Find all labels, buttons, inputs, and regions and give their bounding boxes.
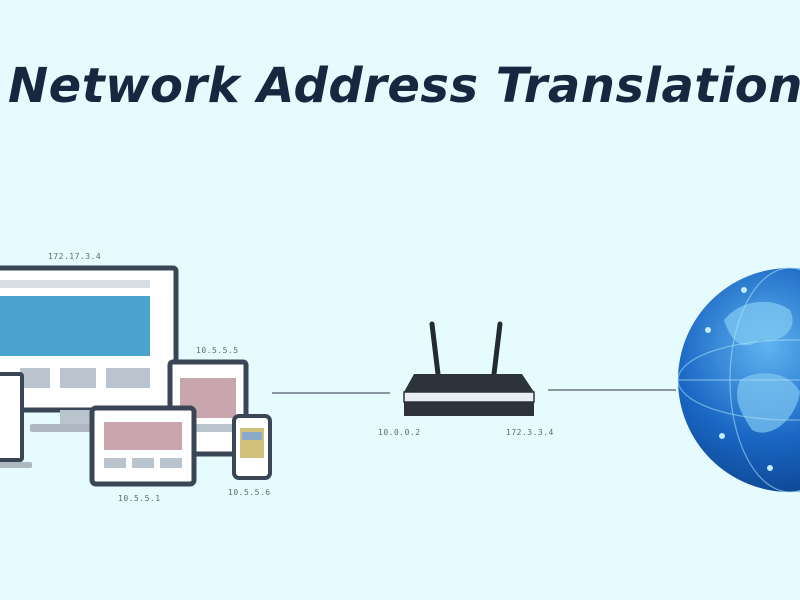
diagram-title: Network Address Translation — [8, 58, 800, 114]
router-inside-ip-label: 10.0.0.2 — [378, 428, 421, 437]
phone-ip-label: 10.5.5.6 — [228, 488, 271, 497]
router-icon — [403, 321, 535, 416]
tablet-icon — [89, 405, 197, 487]
laptop-left-icon — [0, 372, 32, 468]
globe-icon — [677, 267, 800, 493]
tablet-ip-label: 10.5.5.1 — [118, 494, 161, 503]
router-outside-ip-label: 172.3.3.4 — [506, 428, 554, 437]
laptop-ip-label: 10.5.5.5 — [196, 346, 239, 355]
phone-icon — [232, 414, 272, 480]
desktop-ip-label: 172.17.3.4 — [48, 252, 102, 261]
desktop-monitor-icon — [0, 265, 179, 432]
